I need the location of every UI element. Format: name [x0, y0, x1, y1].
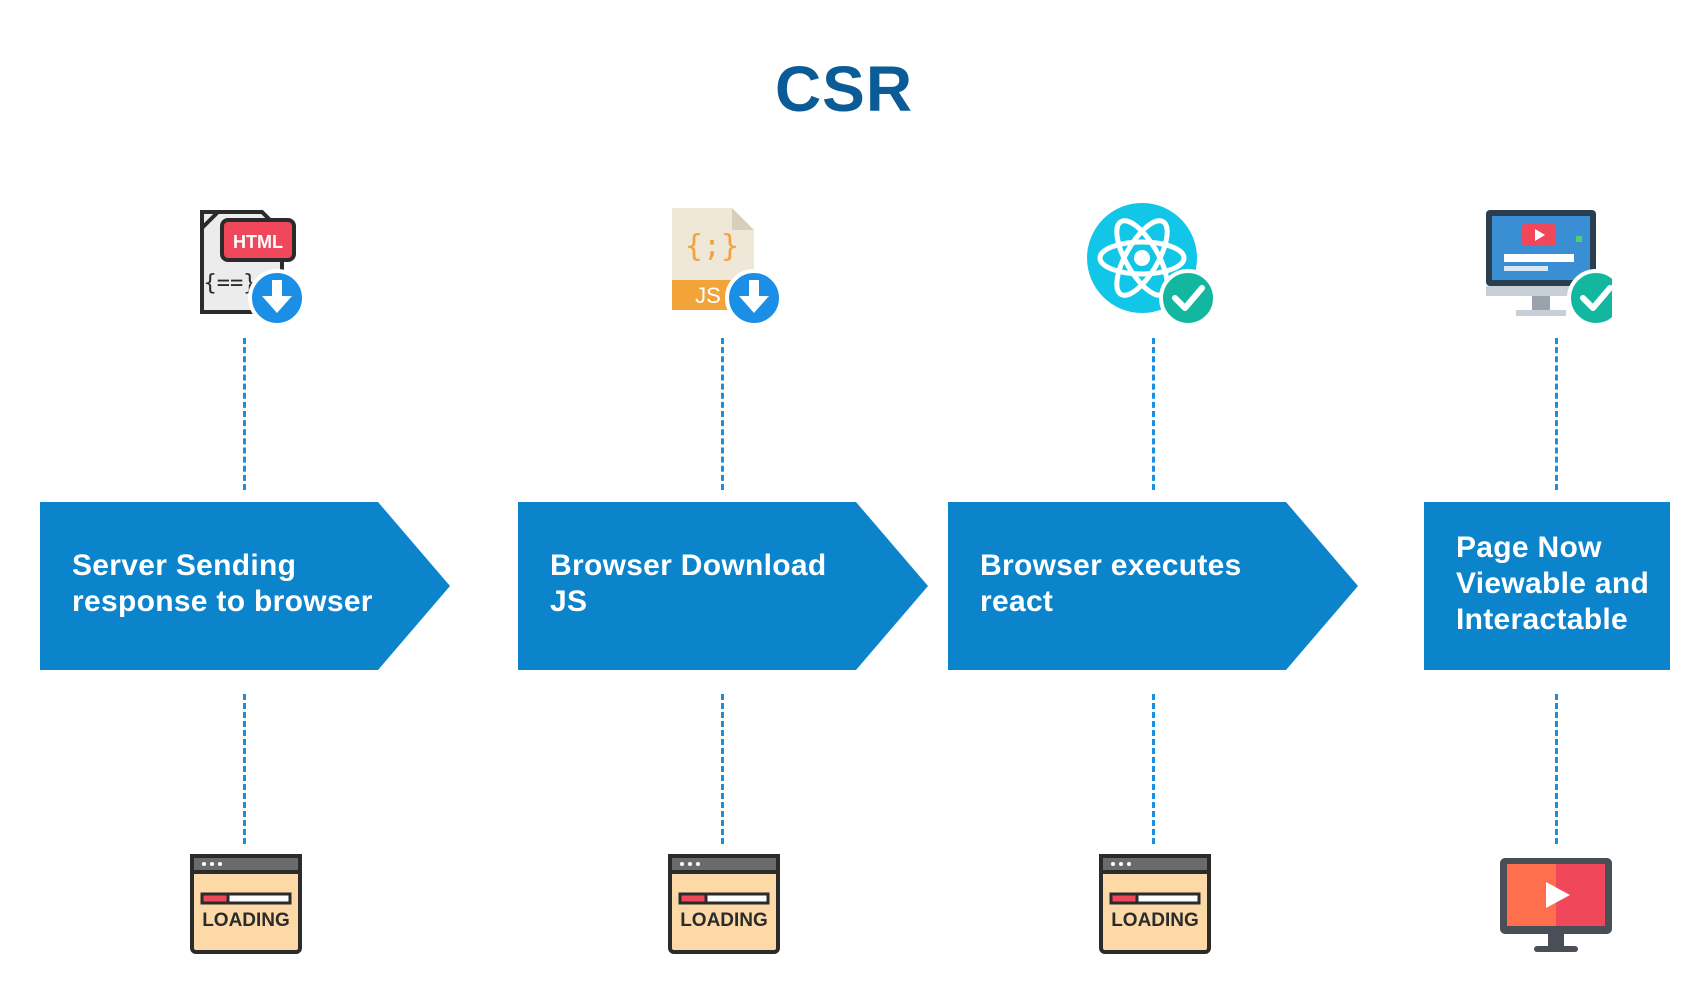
step-label-1: Server Sending response to browser	[72, 549, 373, 618]
connector-top-1	[243, 338, 246, 490]
step-label-2: Browser Download JS	[550, 549, 827, 618]
step-label-3: Browser executes react	[980, 549, 1242, 618]
step-arrow-1	[40, 502, 450, 670]
js-file-download-icon: {;} JS	[662, 200, 792, 330]
monitor-check-icon	[1482, 200, 1612, 330]
video-screen-icon	[1496, 852, 1620, 962]
connector-bottom-2	[721, 694, 724, 844]
step-arrow-3	[948, 502, 1358, 670]
connector-top-4	[1555, 338, 1558, 490]
connector-bottom-4	[1555, 694, 1558, 844]
browser-loading-icon: LOADING	[1097, 852, 1221, 962]
svg-text:{;}: {;}	[685, 229, 739, 264]
step-box-4	[1424, 502, 1670, 670]
step-label-4: Page Now Viewable and Interactable	[1456, 531, 1650, 636]
svg-text:LOADING: LOADING	[1111, 910, 1199, 931]
svg-text:LOADING: LOADING	[680, 910, 768, 931]
html-file-download-icon: HTML {==}	[182, 200, 312, 330]
connector-top-3	[1152, 338, 1155, 490]
diagram-title: CSR	[774, 53, 914, 125]
browser-loading-icon: LOADING	[188, 852, 312, 962]
browser-loading-icon: LOADING	[666, 852, 790, 962]
step-arrow-2	[518, 502, 928, 670]
connector-bottom-1	[243, 694, 246, 844]
svg-text:HTML: HTML	[233, 232, 283, 252]
svg-text:{==}: {==}	[204, 271, 257, 296]
react-check-icon	[1086, 200, 1216, 330]
connector-bottom-3	[1152, 694, 1155, 844]
svg-text:JS: JS	[695, 283, 721, 308]
connector-top-2	[721, 338, 724, 490]
svg-text:LOADING: LOADING	[202, 910, 290, 931]
